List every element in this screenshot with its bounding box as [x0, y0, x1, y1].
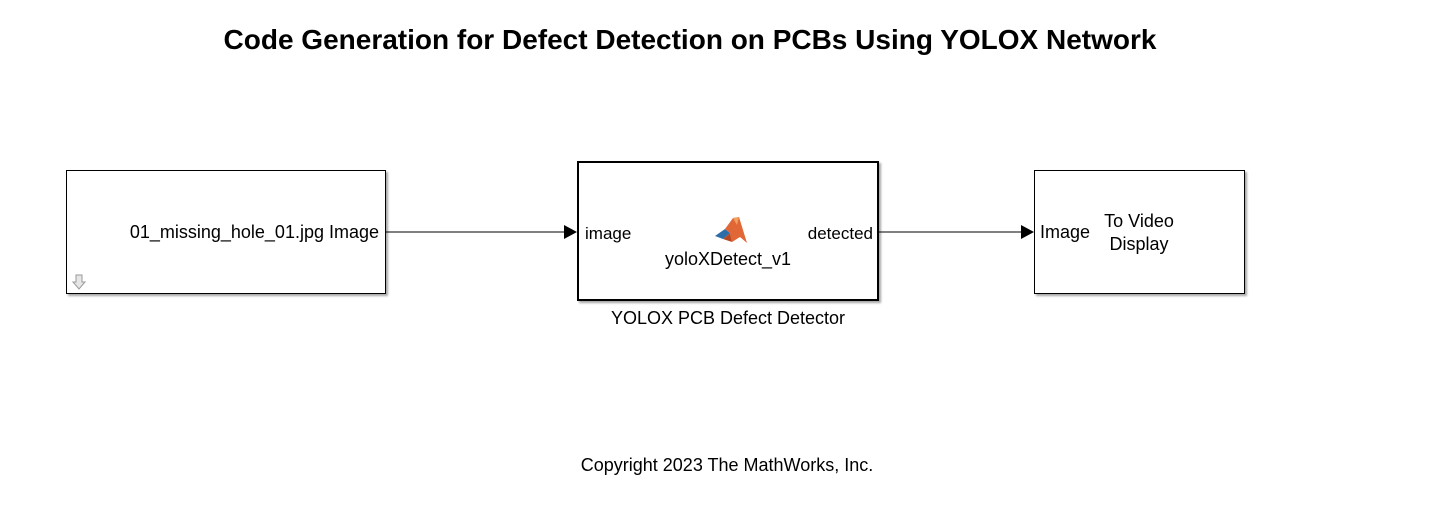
diagram-title: Code Generation for Defect Detection on … — [223, 24, 1157, 55]
image-source-label: 01_missing_hole_01.jpg Image — [129, 222, 379, 242]
yolox-detector-block[interactable]: image detected yoloXDetect_v1 — [577, 161, 879, 301]
matlab-logo-icon — [715, 217, 747, 243]
copyright-text: Copyright 2023 The MathWorks, Inc. — [580, 455, 874, 475]
image-source-block[interactable]: 01_missing_hole_01.jpg Image — [66, 170, 386, 294]
down-arrow-icon — [71, 274, 87, 290]
arrowhead-detector-input — [564, 225, 577, 239]
function-name: yoloXDetect_v1 — [664, 249, 792, 269]
video-display-block[interactable]: Image To Video Display — [1034, 170, 1245, 294]
output-port-detected: detected — [807, 224, 873, 243]
video-display-name: To Video Display — [1104, 211, 1174, 254]
input-port-image: Image — [1040, 222, 1091, 242]
detector-block-caption: YOLOX PCB Defect Detector — [610, 308, 846, 328]
input-port-image: image — [585, 224, 632, 243]
arrowhead-display-input — [1021, 225, 1034, 239]
